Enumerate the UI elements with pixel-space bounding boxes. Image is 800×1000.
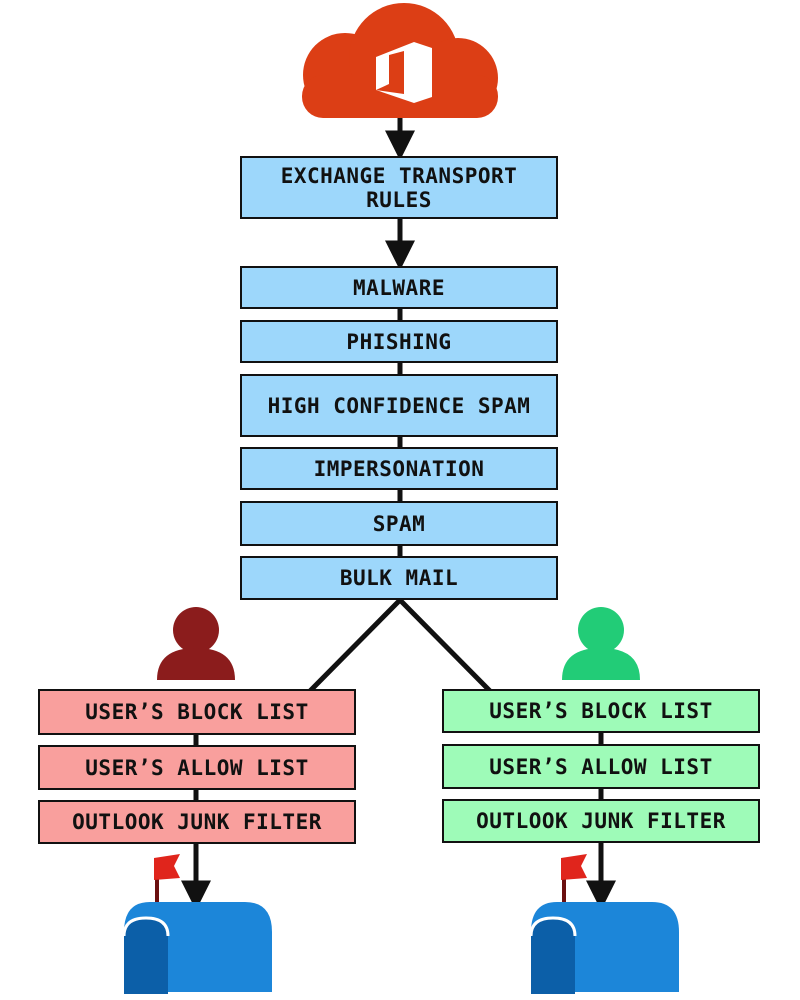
user-icon: [562, 607, 640, 680]
transport-rules-box: Exchange Transport Rules: [240, 156, 558, 219]
filter-label: Phishing: [346, 329, 452, 354]
right-allow-list-box: User’s Allow List: [442, 744, 760, 789]
filter-label: Malware: [352, 275, 445, 300]
filter-box-bulk-mail: Bulk Mail: [240, 556, 558, 600]
right-junk-filter-box: Outlook Junk Filter: [442, 799, 760, 843]
filter-label: Impersonation: [313, 456, 485, 481]
filter-label: Spam: [372, 511, 426, 536]
transport-rules-label: Exchange Transport Rules: [280, 163, 518, 212]
filter-box-phishing: Phishing: [240, 320, 558, 363]
left-allow-list-box: User’s Allow List: [38, 745, 356, 790]
list-label: User’s Block List: [85, 700, 309, 724]
filter-label: Bulk Mail: [339, 566, 459, 590]
list-label: Outlook Junk Filter: [72, 810, 322, 834]
user-icon: [157, 607, 235, 680]
filter-box-spam: Spam: [240, 501, 558, 546]
right-block-list-box: User’s Block List: [442, 689, 760, 733]
mailbox-icon: [122, 854, 272, 994]
branch-right: [398, 598, 492, 693]
left-block-list-box: User’s Block List: [38, 689, 356, 735]
office-365-cloud-icon: [302, 3, 498, 118]
left-junk-filter-box: Outlook Junk Filter: [38, 800, 356, 844]
list-label: User’s Allow List: [85, 755, 309, 780]
filter-box-malware: Malware: [240, 266, 558, 309]
list-label: User’s Allow List: [489, 754, 713, 779]
list-label: Outlook Junk Filter: [476, 809, 726, 833]
mailbox-icon: [529, 854, 679, 994]
connectors: [181, 118, 616, 911]
filter-box-impersonation: Impersonation: [240, 447, 558, 490]
branch-left: [308, 598, 402, 693]
filter-box-high-confidence-spam: High Confidence Spam: [240, 374, 558, 437]
filter-label: High Confidence Spam: [267, 393, 531, 418]
list-label: User’s Block List: [489, 699, 713, 723]
